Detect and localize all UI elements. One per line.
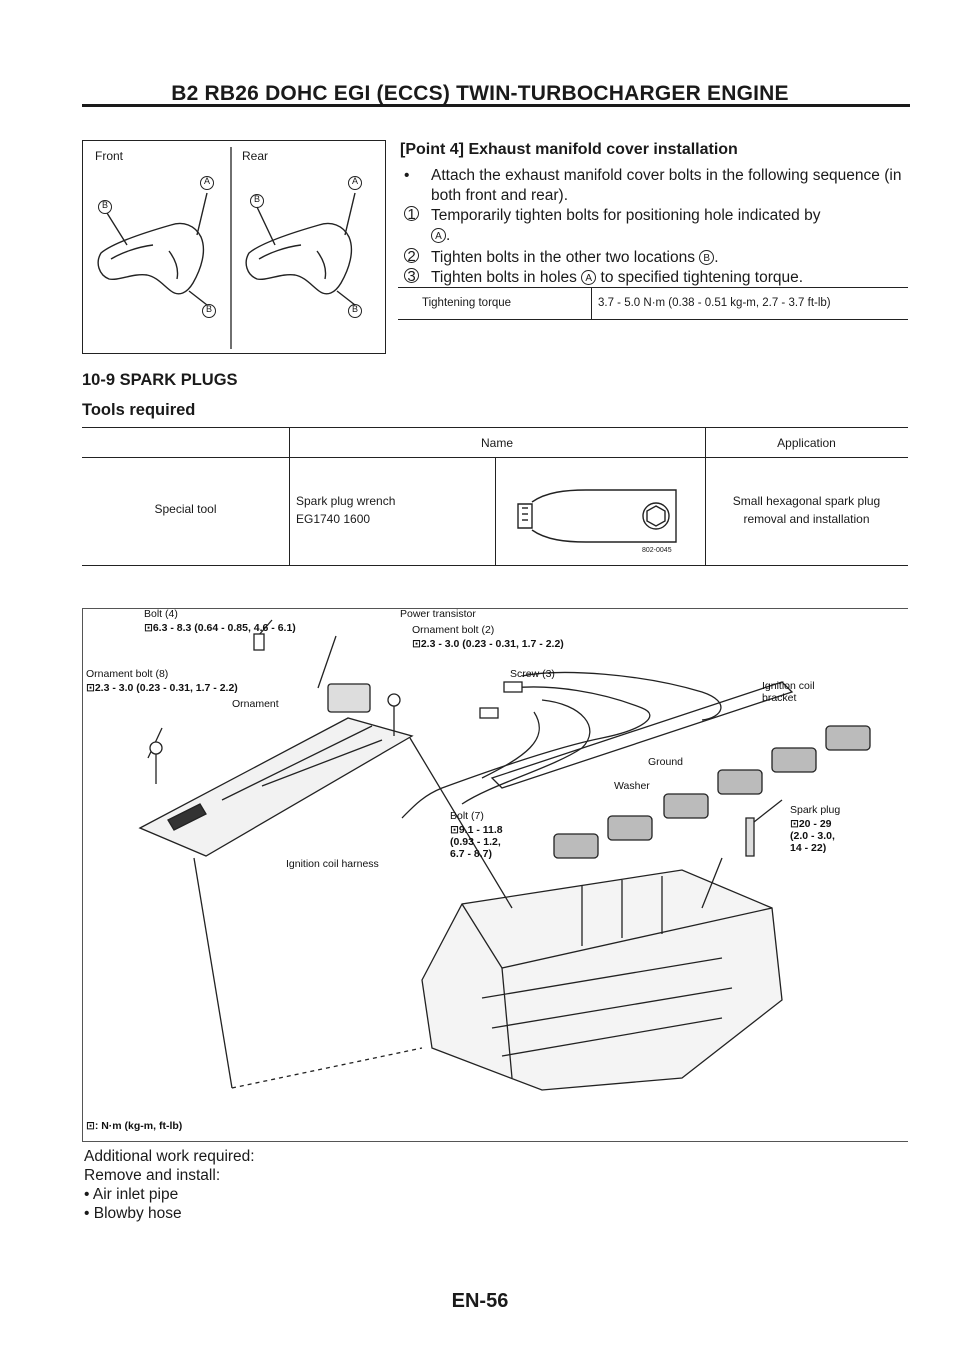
page-number: EN-56 [451,1290,509,1312]
callout-ornament-bolt2-torque: ⊡2.3 - 3.0 (0.23 - 0.31, 1.7 - 2.2) [412,638,564,650]
step-1-tail: . [446,227,451,244]
additional-work-item: • Air inlet pipe [84,1186,179,1203]
manifold-cover-figure: Front Rear A B B B A B [82,140,386,354]
mark-a-rear [348,176,362,190]
step-3-text: Tighten bolts in holes [431,269,577,286]
callout-ignition-coil-harness: Ignition coil harness [286,858,379,870]
step-2-text: Tighten bolts in the other two locations [431,249,695,266]
additional-work-subtitle: Remove and install: [84,1167,221,1184]
callout-ornament: Ornament [232,698,279,710]
torque-value: 3.7 - 5.0 N·m (0.38 - 0.51 kg-m, 2.7 - 3… [598,297,831,309]
callout-ornament-bolt2: Ornament bolt (2) [412,624,495,636]
tool-application-line1: Small hexagonal spark plug [732,494,881,508]
mark-b-rear-bottom [348,304,362,318]
section-title: 10-9 SPARK PLUGS [82,371,238,389]
mark-b-front-letter: B [101,200,108,210]
torque-symbol-icon: ⊡ [144,622,153,634]
additional-work-title: Additional work required: [84,1148,255,1165]
power-transistor [327,683,371,713]
step-1-number: 1 [404,206,419,222]
callout-ornament-bolt8: Ornament bolt (8) [86,668,169,680]
torque-units-legend: ⊡: N·m (kg-m, ft-lb) [86,1120,183,1132]
tool-name: Spark plug wrench [296,494,396,508]
callout-bolt4-torque: ⊡6.3 - 8.3 (0.64 - 0.85, 4.6 - 6.1) [144,622,296,634]
callout-ornament-bolt8-torque: ⊡2.3 - 3.0 (0.23 - 0.31, 1.7 - 2.2) [86,682,238,694]
callout-washer: Washer [614,780,650,792]
rear-cover-shape [245,192,356,306]
callout-ignition-coil-bracket: Ignition coil bracket [762,680,815,704]
tools-header-name: Name [480,436,513,450]
point4-title: [Point 4] Exhaust manifold cover install… [400,141,738,158]
additional-work-item: • Blowby hose [84,1205,182,1222]
ignition-system-drawing [138,619,871,1091]
callout-bolt7-torque: ⊡9.1 - 11.8 (0.93 - 1.2, 6.7 - 8.7) [450,824,503,860]
step-3-mark: A [581,270,597,286]
callout-bolt7: Bolt (7) [450,810,484,822]
callout-spark-plug: Spark plug [790,804,841,816]
manifold-cover-drawing [97,147,362,349]
mark-b-front-left [98,200,112,214]
mark-a-front [200,176,214,190]
mark-a-rear-letter: A [351,176,358,186]
callout-bolt4: Bolt (4) [144,608,178,620]
torque-symbol-icon: ⊡ [86,1120,95,1132]
front-label: Front [95,149,124,163]
mark-b-front-bottom [202,304,216,318]
tools-table: Name Application Special tool Spark plug… [82,427,908,566]
page-header-title: B2 RB26 DOHC EGI (ECCS) TWIN-TURBOCHARGE… [171,82,789,105]
tools-row-label: Special tool [154,502,217,516]
tools-header-application: Application [777,436,836,450]
ornament-cover [138,717,414,857]
torque-label: Tightening torque [422,297,512,309]
mark-a-front-letter: A [203,176,210,186]
spark-plug-wrench-drawing [517,489,677,543]
step-1-text: Temporarily tighten bolts for positionin… [431,207,821,224]
torque-symbol-icon: ⊡ [412,638,421,650]
torque-symbol-icon: ⊡ [450,824,459,836]
mark-b-rear-bottom-letter: B [351,304,358,314]
torque-symbol-icon: ⊡ [790,818,799,830]
bullet-text: Attach the exhaust manifold cover bolts … [431,167,902,204]
step-1-mark: A [431,228,446,244]
spark-plug [745,817,755,857]
tool-figure-code: 802-0045 [642,547,672,554]
additional-work: Additional work required: Remove and ins… [84,1147,484,1223]
mark-b-front-bottom-letter: B [205,304,212,314]
step-3-number: 3 [404,268,419,284]
engine-block [421,869,783,1091]
callout-spark-plug-torque: ⊡20 - 29 (2.0 - 3.0, 14 - 22) [790,818,835,854]
mark-b-rear-letter: B [253,194,260,204]
callout-power-transistor: Power transistor [400,608,476,620]
header-rule [82,104,910,107]
tool-application-line2: removal and installation [743,512,870,526]
step-2-mark: B [699,250,715,266]
ignition-exploded-view: Bolt (4) ⊡6.3 - 8.3 (0.64 - 0.85, 4.6 - … [82,608,908,1142]
tool-number: EG1740 1600 [296,512,371,526]
step-2-number: 2 [404,248,419,264]
callout-screw3: Screw (3) [510,668,555,680]
front-cover-shape [97,192,208,306]
tools-required-heading: Tools required [82,401,196,419]
torque-symbol-icon: ⊡ [86,682,95,694]
step-3-tail: to specified tightening torque. [600,269,804,286]
bullet-symbol: • [404,167,410,184]
callout-ground: Ground [648,756,684,768]
mark-b-rear-left [250,194,264,208]
step-2-tail: . [714,249,719,266]
rear-label: Rear [242,149,269,163]
tightening-torque-table: Tightening torque 3.7 - 5.0 N·m (0.38 - … [398,287,908,320]
